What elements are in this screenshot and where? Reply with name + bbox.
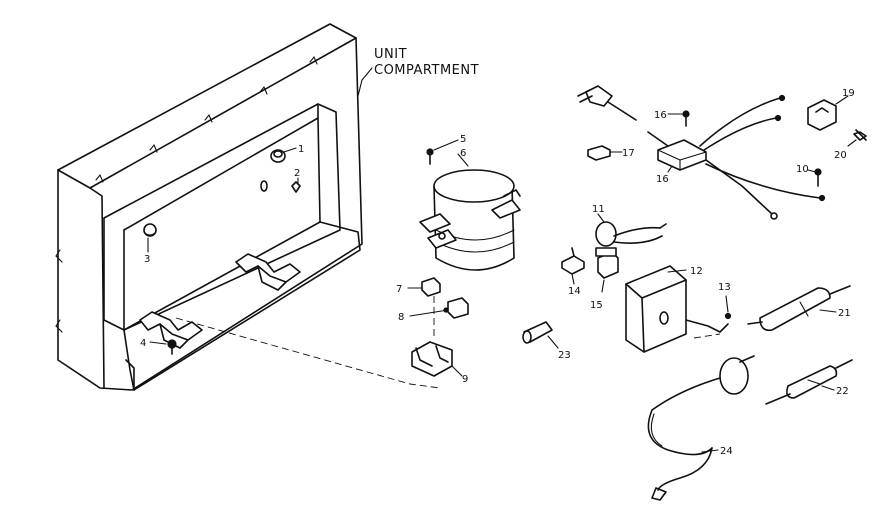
grommet-part-3 xyxy=(143,223,157,237)
capacitor-part-11 xyxy=(595,221,667,247)
callout-14: 14 xyxy=(568,286,581,297)
callout-15: 15 xyxy=(590,300,603,311)
cover-part-9 xyxy=(411,341,463,377)
clip-part-17 xyxy=(587,145,623,161)
callout-13: 13 xyxy=(718,282,731,293)
unit-compartment-frame xyxy=(55,23,363,391)
callout-20: 20 xyxy=(834,150,847,161)
power-cord-harness xyxy=(577,85,826,220)
screw-part-13 xyxy=(724,295,732,320)
callout-5: 5 xyxy=(460,134,466,145)
drier-part-22 xyxy=(765,359,853,405)
control-box-part-12 xyxy=(625,265,729,353)
title-line-2: COMPARTMENT xyxy=(374,63,479,78)
compressor xyxy=(419,169,521,271)
screw-part-5 xyxy=(426,139,459,165)
callout-11: 11 xyxy=(592,204,605,215)
drier-part-21 xyxy=(747,285,851,332)
screw-part-4 xyxy=(167,339,177,355)
callout-16-screw: 16 xyxy=(654,110,667,121)
callout-9: 9 xyxy=(462,374,468,385)
callout-2: 2 xyxy=(294,168,300,179)
callouts: 1 2 3 4 5 6 7 8 9 10 11 12 13 14 15 16 1… xyxy=(140,88,857,457)
callout-21: 21 xyxy=(838,308,851,319)
screw-part-20 xyxy=(853,129,867,141)
callout-7: 7 xyxy=(396,284,402,295)
callout-12: 12 xyxy=(690,266,703,277)
callout-23: 23 xyxy=(558,350,571,361)
callout-17: 17 xyxy=(622,148,635,159)
callout-6: 6 xyxy=(460,148,466,159)
callout-1: 1 xyxy=(298,144,304,155)
callout-16-junction: 16 xyxy=(656,174,669,185)
screw-part-10 xyxy=(814,168,822,187)
callout-3: 3 xyxy=(144,254,150,265)
callout-10: 10 xyxy=(796,164,809,175)
relay-part-7 xyxy=(407,277,441,297)
relay-part-15 xyxy=(595,247,619,279)
title-line-1: UNIT xyxy=(374,47,407,62)
overload-part-8 xyxy=(409,297,469,319)
callout-8: 8 xyxy=(398,312,404,323)
callout-22: 22 xyxy=(836,386,849,397)
thermostat-part-24 xyxy=(647,355,755,501)
callout-4: 4 xyxy=(140,338,146,349)
grommet-part-1 xyxy=(270,149,286,163)
callout-19: 19 xyxy=(842,88,855,99)
switch-part-14 xyxy=(561,247,585,275)
bracket-part-19 xyxy=(807,95,849,131)
tube-part-23 xyxy=(522,321,559,349)
floor-bracket-right xyxy=(235,253,301,291)
alignment-line xyxy=(175,317,441,389)
title-leader xyxy=(357,67,373,97)
screw-part-18 xyxy=(682,110,690,127)
callout-24: 24 xyxy=(720,446,733,457)
